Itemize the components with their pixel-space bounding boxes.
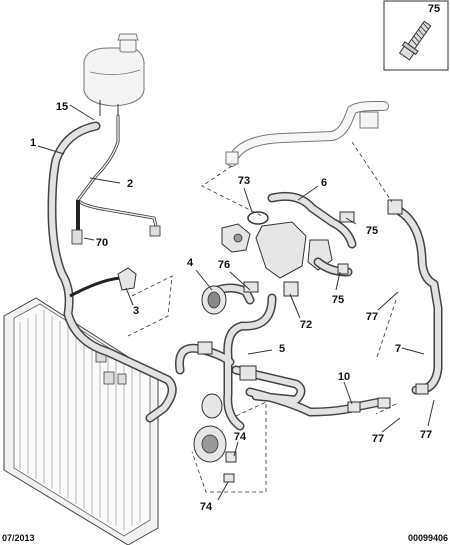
callout-77-b: 77 [372,433,384,445]
callout-77-a: 77 [366,311,378,323]
callout-6: 6 [321,177,327,189]
callout-70: 70 [96,237,108,249]
callout-76: 76 [218,259,230,271]
callout-75-inset: 75 [428,3,440,15]
callout-2: 2 [127,178,133,190]
leader-lines [37,104,435,501]
expansion-tank [83,33,145,118]
callout-5: 5 [279,343,285,355]
hose-1 [47,121,177,423]
part-3 [69,267,137,298]
footer-date: 07/2013 [2,533,35,543]
callout-75-low: 75 [332,294,344,306]
callout-15: 15 [56,101,68,113]
upper-pale-hose [225,101,389,167]
callout-77-c: 77 [420,429,432,441]
pipe-2 [71,114,161,245]
hose-7 [387,199,443,395]
callout-72: 72 [300,319,312,331]
footer-reference: 00099406 [408,533,448,543]
guide-lines [127,141,397,493]
screw-inset [383,0,449,71]
callout-74-b: 74 [200,501,213,513]
callout-4: 4 [187,257,194,269]
hose-4 [201,283,255,315]
thermostat-housing [221,191,357,297]
callout-74-a: 74 [234,431,247,443]
hose-5 [175,293,391,431]
water-pump-74 [193,393,237,483]
callout-3: 3 [133,305,139,317]
callout-73: 73 [238,175,250,187]
radiator [3,297,159,545]
callout-7: 7 [395,343,401,355]
callout-1: 1 [30,137,36,149]
callout-10: 10 [338,371,350,383]
callout-75-mid: 75 [366,225,378,237]
